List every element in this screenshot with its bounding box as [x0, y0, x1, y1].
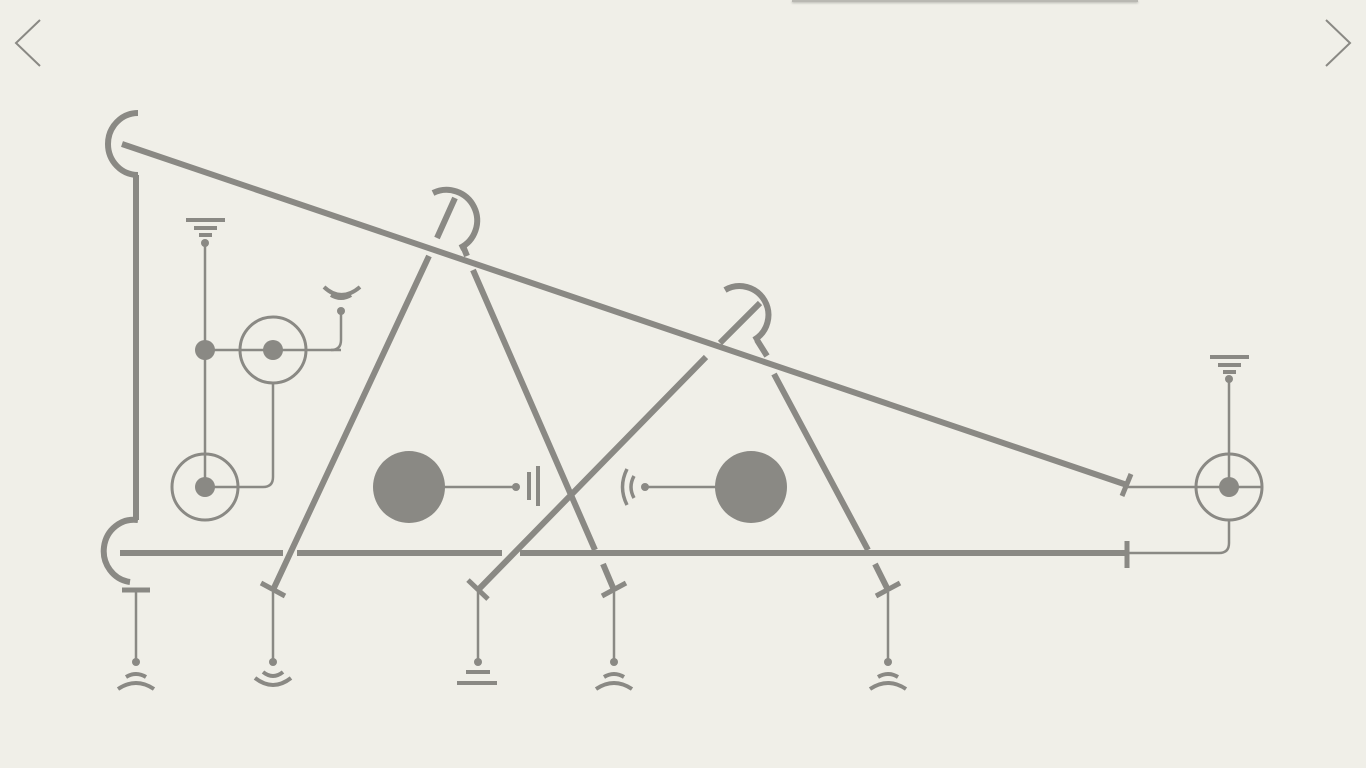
long-diagonal-bar[interactable] [121, 141, 1128, 488]
previous-level-button[interactable] [8, 12, 48, 74]
weight-ball-left[interactable] [373, 451, 445, 523]
junction-node-icon [195, 477, 215, 497]
end-tick-5 [874, 580, 902, 599]
receiver-dish-icon [116, 672, 156, 691]
hook-triangle-a[interactable] [431, 186, 481, 251]
receiver-dish-icon [594, 672, 634, 691]
end-tick-2 [259, 580, 287, 599]
receiver-dish-icon [868, 672, 908, 691]
end-tick-4 [600, 580, 628, 599]
hook-top-left[interactable] [105, 110, 139, 178]
weight-ball-right[interactable] [715, 451, 787, 523]
junction-ring-right[interactable] [1194, 452, 1264, 522]
triangle-a-left-leg[interactable] [270, 196, 458, 592]
top-drawer-tab[interactable] [792, 0, 1138, 2]
junction-node-icon [263, 340, 283, 360]
junction-node-icon [1219, 477, 1239, 497]
triangle-a-right-leg[interactable] [460, 244, 617, 592]
junction-node-icon [1225, 375, 1233, 383]
signal-emitter-icon [620, 468, 636, 506]
chevron-right-icon [1325, 19, 1352, 67]
hook-triangle-b[interactable] [723, 283, 772, 343]
chevron-left-icon [14, 19, 41, 67]
ground-icon [1210, 355, 1249, 374]
hook-bottom-left[interactable] [100, 516, 139, 585]
receiver-dish-icon [253, 670, 293, 687]
junction-node-icon [201, 239, 209, 247]
junction-node-icon [512, 483, 520, 491]
diagonal-bar-end-stop [1119, 473, 1134, 497]
triangle-b-right-leg[interactable] [754, 338, 891, 592]
junction-node-icon [641, 483, 649, 491]
next-level-button[interactable] [1318, 12, 1358, 74]
ground-icon [186, 218, 225, 237]
ground-icon [457, 670, 497, 685]
junction-node-icon [195, 340, 215, 360]
battery-icon [527, 466, 540, 506]
end-tick-3 [466, 578, 490, 601]
junction-ring-upper[interactable] [238, 315, 308, 385]
junction-node-icon [337, 307, 345, 315]
receiver-dish-icon [322, 285, 362, 300]
triangle-b-left-leg[interactable] [475, 300, 763, 593]
junction-ring-lower[interactable] [170, 452, 240, 522]
